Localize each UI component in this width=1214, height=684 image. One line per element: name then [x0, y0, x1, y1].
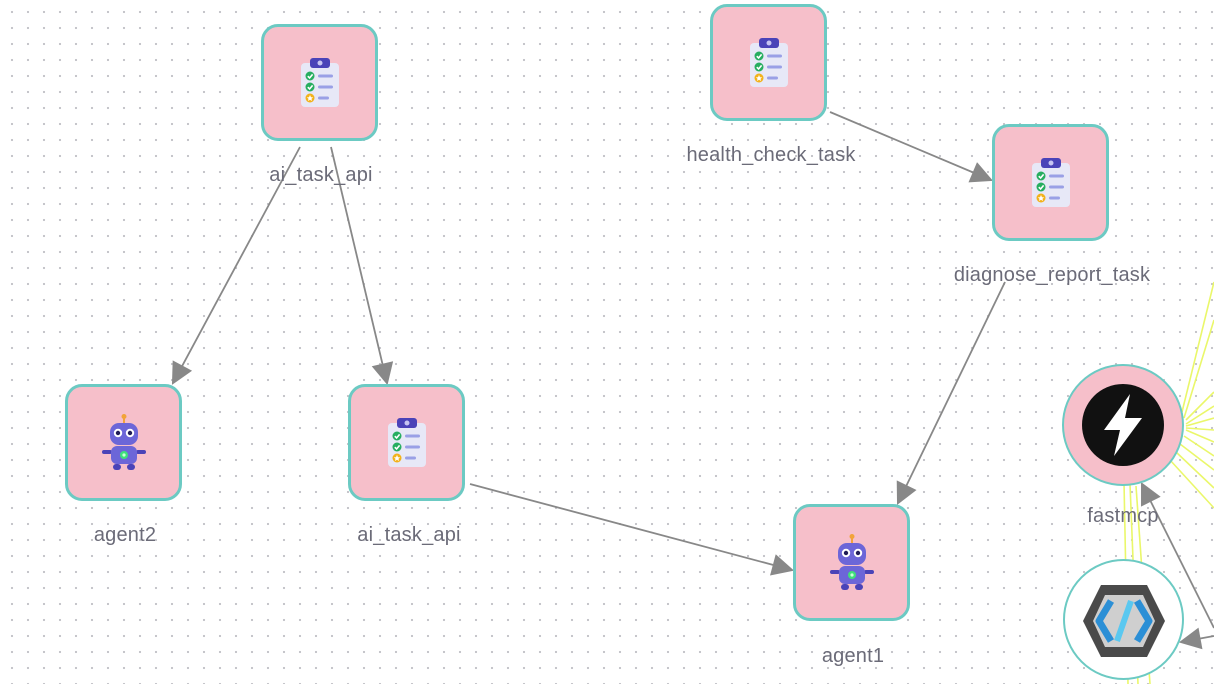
node-agent1[interactable] [793, 504, 910, 621]
edge-ai-task-api-to-ai-task-api [330, 146, 394, 386]
flow-edges [171, 111, 1214, 650]
node-fastmcp[interactable] [1062, 364, 1184, 486]
robot-icon [101, 413, 146, 470]
clipboard-checklist-icon [387, 417, 426, 467]
node-code-tool[interactable] [1063, 559, 1184, 680]
edge-ai-task-api-to-agent1 [469, 483, 795, 576]
node-label: health_check_task [686, 144, 856, 166]
node-diagnose-report-task[interactable] [992, 124, 1109, 241]
node-ai-task-api-mid[interactable] [348, 384, 465, 501]
node-label: agent1 [821, 645, 885, 667]
clipboard-checklist-icon [749, 37, 788, 87]
edge-ai-task-api-to-agent2 [171, 146, 301, 385]
edge-offscreen-to-fastmcp [1141, 482, 1214, 629]
clipboard-checklist-icon [1031, 157, 1070, 207]
lightning-bolt-icon [1082, 384, 1164, 466]
node-label: ai_task_api [357, 524, 461, 546]
node-ai-task-api-top[interactable] [261, 24, 378, 141]
node-label: ai_task_api [269, 164, 373, 186]
code-brackets-icon [1083, 585, 1165, 657]
edge-health-check-to-diagnose-report [829, 111, 994, 183]
node-health-check-task[interactable] [710, 4, 827, 121]
robot-icon [829, 533, 874, 590]
clipboard-checklist-icon [300, 57, 339, 107]
edge-diagnose-report-to-agent1 [896, 281, 1006, 505]
node-label: fastmcp [1087, 505, 1159, 527]
edge-offscreen-to-code-tool [1178, 627, 1214, 650]
node-agent2[interactable] [65, 384, 182, 501]
node-label: agent2 [93, 524, 157, 546]
node-label: diagnose_report_task [953, 264, 1151, 286]
